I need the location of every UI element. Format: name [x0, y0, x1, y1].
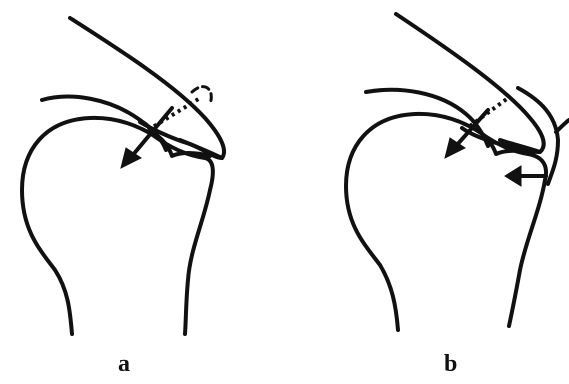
- panel-label-b: b: [444, 350, 457, 378]
- panel-a-bursa-dashed: [192, 87, 211, 104]
- panel-b-drawing: [346, 14, 569, 330]
- panel-b-bracket: [518, 88, 558, 184]
- panel-b-tendon-upper: [366, 90, 488, 146]
- panel-a-drawing: [22, 18, 224, 334]
- panel-label-a: a: [118, 350, 130, 378]
- panel-b-edge-mark: [556, 120, 569, 132]
- panel-a-humeral-head: [22, 118, 213, 334]
- panel-b-lateral-arrowhead: [505, 166, 521, 186]
